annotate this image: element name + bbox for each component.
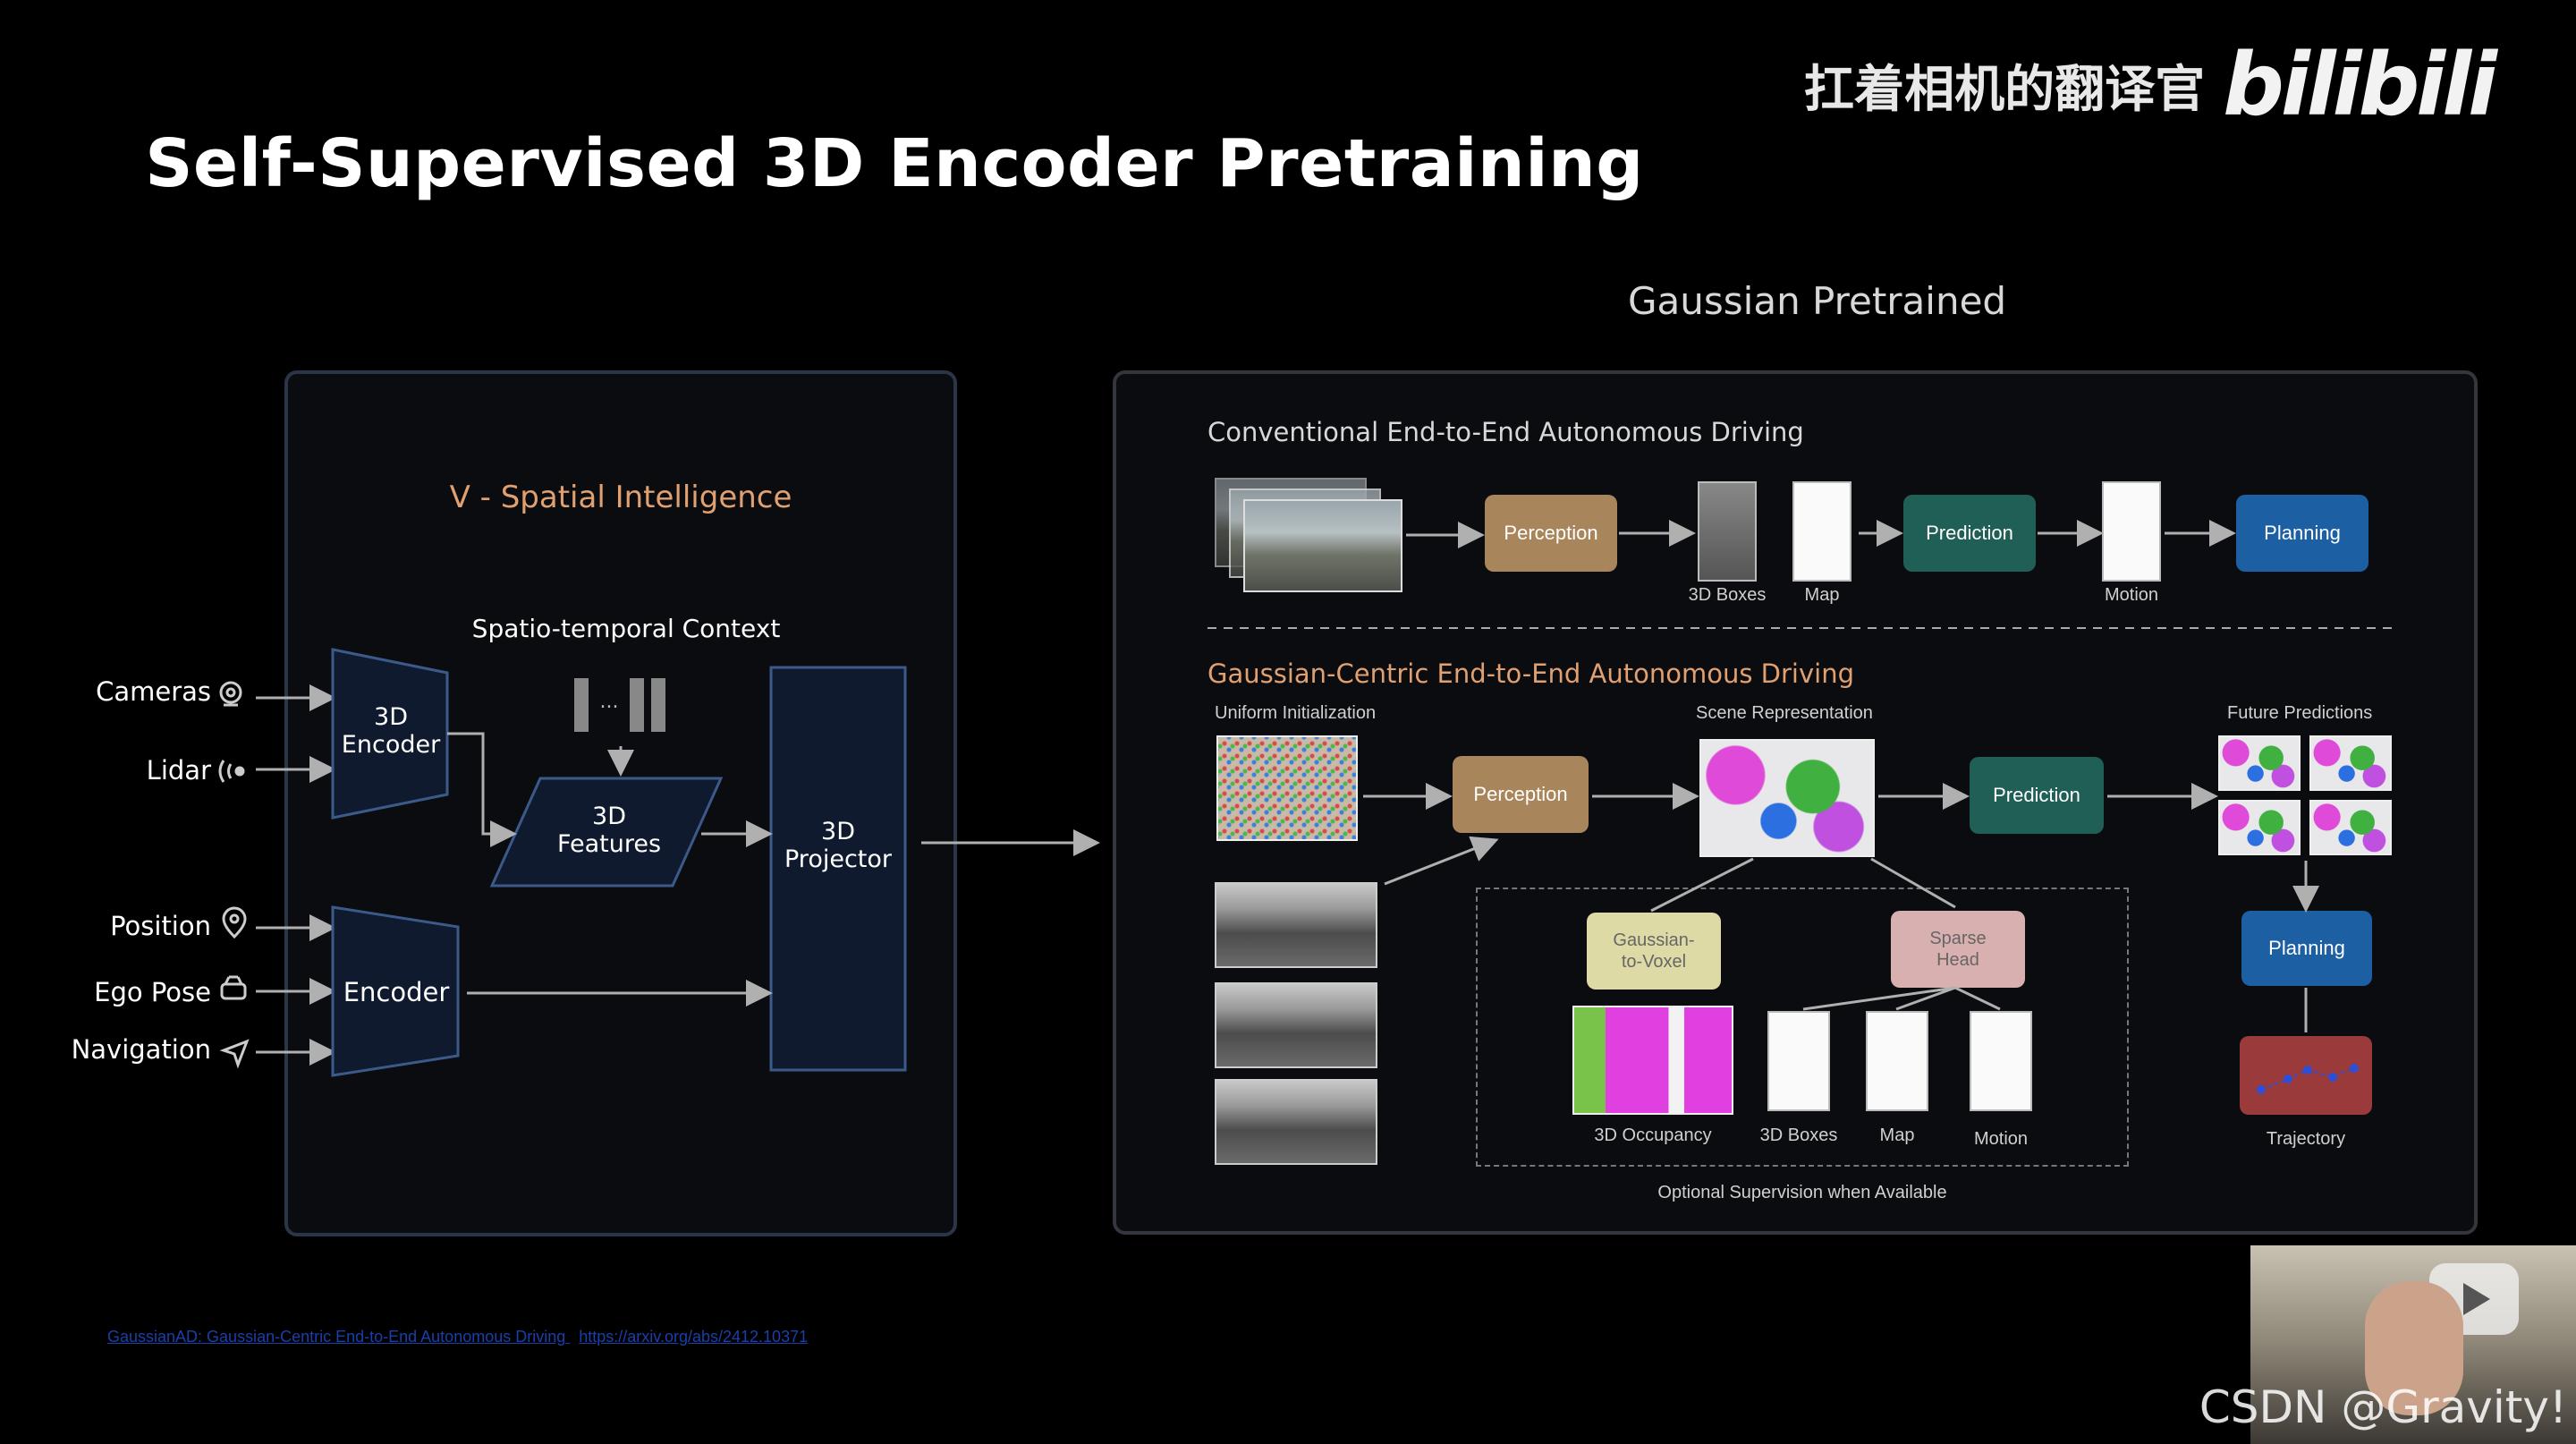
gaussian-to-voxel-box: Gaussian- to-Voxel: [1587, 913, 1721, 990]
paper-title-link[interactable]: GaussianAD: Gaussian-Centric End-to-End …: [107, 1328, 566, 1346]
trajectory-points: [2257, 1064, 2359, 1094]
context-dots: ...: [599, 691, 619, 713]
future-pred-thumb: [2309, 735, 2392, 791]
left-panel-title: V - Spatial Intelligence: [449, 480, 792, 515]
car-icon: [220, 975, 247, 1000]
road-frame-3: [1215, 1079, 1377, 1165]
bilibili-logo: bilibili: [2223, 35, 2497, 135]
planning-box-conventional: Planning: [2236, 495, 2368, 572]
prediction-box-conventional: Prediction: [1903, 495, 2036, 572]
paper-url-link[interactable]: https://arxiv.org/abs/2412.10371: [579, 1328, 809, 1346]
perception-box-conventional: Perception: [1485, 495, 1617, 572]
uniform-init-label: Uniform Initialization: [1215, 703, 1377, 723]
motion-label-conventional: Motion: [2104, 585, 2159, 605]
slide-title: Self-Supervised 3D Encoder Pretraining: [145, 125, 1644, 202]
features-block: [489, 777, 724, 888]
location-pin-icon: [222, 906, 247, 939]
map-thumb-conventional: [1792, 481, 1852, 582]
input-cameras: Cameras: [96, 676, 211, 707]
motion-thumb-gaussian: [1970, 1011, 2032, 1111]
map-label-gaussian: Map: [1879, 1125, 1915, 1145]
encoder-3d-block: [331, 648, 449, 820]
right-diagram-svg: [1208, 520, 2397, 1094]
lidar-icon: [218, 760, 245, 783]
context-bar: [630, 678, 644, 732]
presenter-webcam: [2250, 1245, 2576, 1444]
conventional-title: Conventional End-to-End Autonomous Drivi…: [1208, 417, 1804, 447]
camera-image: [1243, 499, 1402, 592]
presenter-face: [2365, 1281, 2463, 1415]
trajectory-box: [2240, 1036, 2372, 1115]
planning-box-gaussian: Planning: [2241, 911, 2372, 986]
camera-icon: [219, 681, 242, 707]
future-pred-thumb: [2218, 800, 2301, 855]
uniform-gaussians-thumb: [1216, 735, 1358, 841]
projector-label: 3D Projector: [784, 818, 892, 873]
features-label: 3D Features: [556, 803, 662, 858]
prediction-box-gaussian: Prediction: [1970, 757, 2104, 834]
road-frame-1: [1215, 882, 1377, 968]
boxes-thumb-conventional: [1698, 481, 1757, 582]
context-label: Spatio-temporal Context: [471, 614, 781, 643]
future-pred-thumb: [2218, 735, 2301, 791]
future-pred-thumb: [2309, 800, 2392, 855]
input-ego-pose: Ego Pose: [94, 977, 211, 1007]
road-frame-2: [1215, 982, 1377, 1068]
context-bar: [651, 678, 665, 732]
boxes-label-conventional: 3D Boxes: [1688, 585, 1767, 605]
csdn-watermark: CSDN @Gravity!: [2199, 1381, 2567, 1433]
encoder-3d-label: 3D Encoder: [341, 703, 441, 759]
projector-block: [769, 666, 907, 1072]
future-pred-label: Future Predictions: [2227, 703, 2373, 723]
input-navigation: Navigation: [71, 1034, 211, 1065]
gaussian-title: Gaussian-Centric End-to-End Autonomous D…: [1208, 658, 1854, 689]
gaussian-heading: Gaussian Pretrained: [1628, 279, 2007, 323]
sparse-head-box: Sparse Head: [1891, 911, 2025, 988]
map-label-conventional: Map: [1804, 585, 1840, 605]
occupancy-label: 3D Occupancy: [1594, 1125, 1712, 1145]
optional-supervision-box: [1476, 888, 2129, 1167]
watermark-text: 扛着相机的翻译官: [1804, 60, 2206, 119]
motion-label-gaussian: Motion: [1973, 1129, 2029, 1149]
perception-box-gaussian: Perception: [1453, 756, 1589, 833]
watermark: 扛着相机的翻译官 bilibili: [1804, 35, 2497, 135]
input-lidar: Lidar: [146, 755, 211, 786]
encoder-block: [331, 905, 460, 1077]
navigation-arrow-icon: [219, 1039, 250, 1069]
scene-rep-label: Scene Representation: [1696, 703, 1873, 723]
map-thumb-gaussian: [1866, 1011, 1928, 1111]
input-position: Position: [110, 911, 211, 941]
optional-supervision-label: Optional Supervision when Available: [1657, 1183, 1947, 1202]
occupancy-thumb: [1572, 1006, 1733, 1115]
trajectory-label: Trajectory: [2266, 1129, 2346, 1149]
paper-reference-link[interactable]: GaussianAD: Gaussian-Centric End-to-End …: [107, 1328, 808, 1346]
encoder-label: Encoder: [343, 977, 450, 1007]
context-bar: [574, 678, 589, 732]
scene-rep-thumb: [1699, 739, 1875, 857]
left-diagram-svg: [218, 648, 1100, 1077]
boxes-thumb-gaussian: [1767, 1011, 1830, 1111]
boxes-label-gaussian: 3D Boxes: [1759, 1125, 1838, 1145]
